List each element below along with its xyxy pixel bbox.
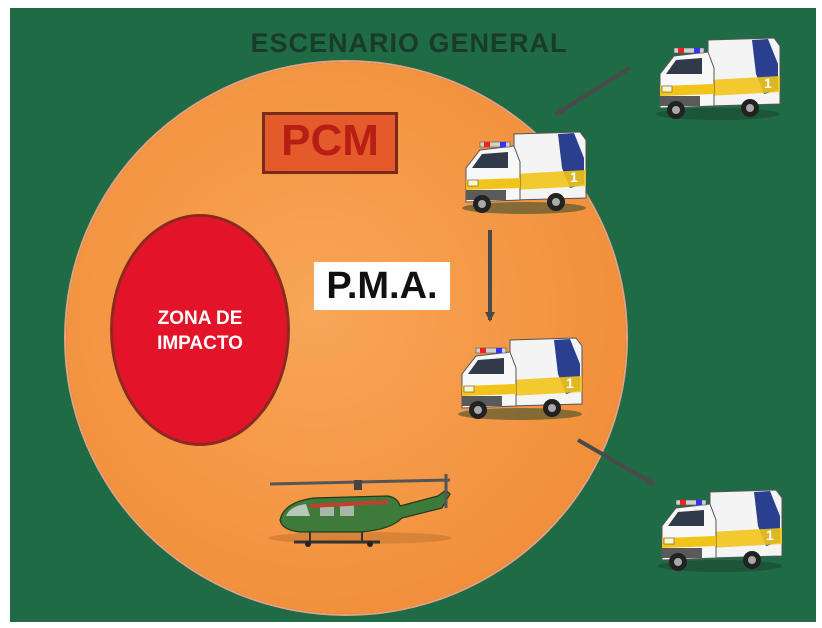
arrow-icon [554, 66, 632, 116]
ambulance-icon [461, 131, 587, 215]
ambulance-icon [457, 337, 583, 421]
ambulance-icon [657, 489, 783, 573]
arrow-icon [576, 438, 656, 486]
ambulance-icon [655, 37, 781, 121]
pma-box [314, 262, 450, 310]
pcm-box [262, 112, 398, 174]
diagram-title: ESCENARIO GENERAL [250, 28, 568, 58]
pcm-label: PCM [281, 116, 379, 165]
impact-zone-label: ZONA DE IMPACTO [157, 308, 243, 354]
diagram-slide: ESCENARIO GENERAL ZONA DE IMPACTO PCM P.… [10, 8, 816, 622]
helicopter-icon [268, 474, 452, 547]
impact-zone-ellipse [110, 214, 290, 446]
diagram-artwork: 1 [268, 37, 783, 573]
pma-label: P.M.A. [326, 265, 438, 307]
